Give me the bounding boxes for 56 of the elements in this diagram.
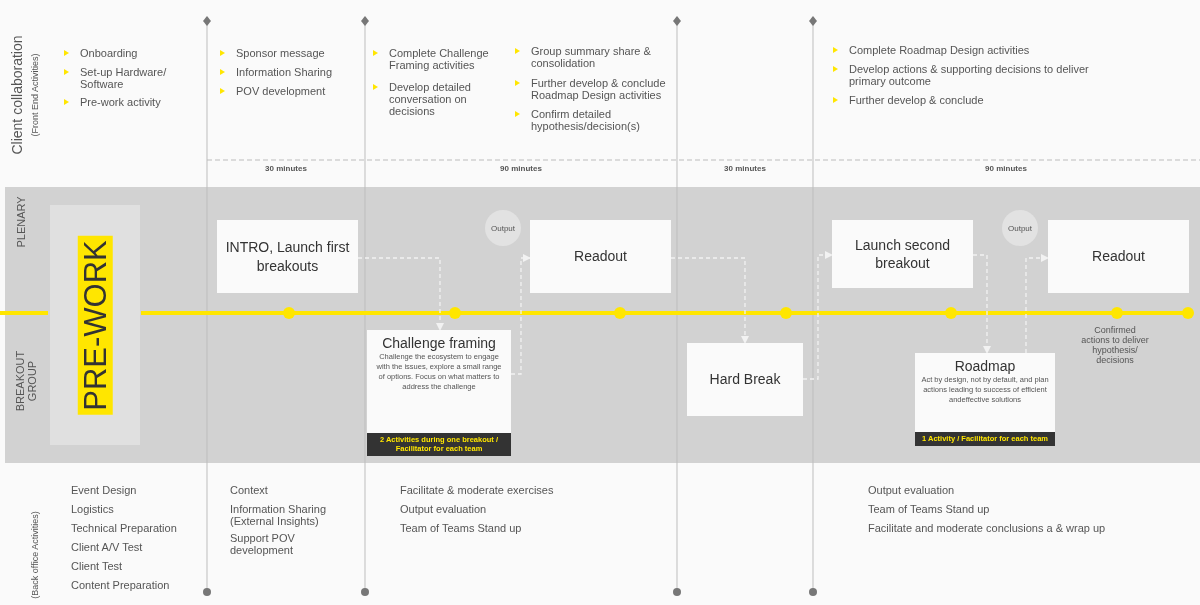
activity-item: Information Sharing (External Insights) [230, 503, 327, 528]
activity-item: Content Preparation [71, 579, 171, 592]
activity-item: Team of Teams Stand up [868, 503, 991, 516]
connector-arrow [802, 251, 833, 380]
activity-item: Event Design [71, 484, 138, 497]
phase-panel [50, 205, 140, 445]
activity-item: Technical Preparation [71, 522, 178, 535]
duration-label: 30 minutes [264, 165, 308, 174]
process-box: INTRO, Launch first breakouts [217, 220, 358, 293]
activity-item: Facilitate and moderate conclusions a & wrap up [868, 522, 1107, 535]
connector-arrow [510, 254, 531, 375]
activity-item: Develop detailed conversation on decisions [389, 81, 472, 118]
connector-arrow [1025, 254, 1049, 354]
connector-arrow [357, 257, 444, 331]
activity-item: Further develop & conclude Roadmap Design activities [531, 77, 667, 102]
activity-item: Client Test [71, 560, 124, 573]
activity-item: Confirm detailed hypothesis/decision(s) [531, 108, 641, 133]
process-box: Readout [1048, 220, 1189, 293]
activity-item: Onboarding [80, 47, 139, 60]
duration-label: 30 minutes [723, 165, 767, 174]
lane-title: BREAKOUT GROUP [15, 350, 39, 412]
card-title: Roadmap [954, 359, 1016, 375]
activity-item: Output evaluation [868, 484, 956, 497]
connector-arrow [670, 257, 749, 344]
row-subtitle: (Back office Activities) [31, 511, 41, 599]
activity-item: Information Sharing [236, 66, 333, 79]
activity-item: Set-up Hardware/ Software [80, 66, 168, 91]
phase-tag: PRE-WORK [77, 235, 113, 415]
lane-title: PLENARY [16, 196, 28, 248]
activity-item: Facilitate & moderate exercises [400, 484, 555, 497]
activity-item: Further develop & conclude [849, 94, 985, 107]
activity-item: Complete Roadmap Design activities [849, 44, 1031, 57]
activity-item: Pre-work activity [80, 96, 162, 109]
activity-item: Output evaluation [400, 503, 488, 516]
duration-label: 90 minutes [499, 165, 543, 174]
process-box: Readout [530, 220, 671, 293]
activity-item: Complete Challenge Framing activities [389, 47, 490, 72]
activity-item: POV development [236, 85, 327, 98]
activity-card [915, 353, 1055, 446]
activity-item: Group summary share & consolidation [531, 45, 652, 70]
activity-item: Team of Teams Stand up [400, 522, 523, 535]
activity-item: Develop actions & supporting decisions to deliver primary outcome [849, 63, 1089, 88]
row-subtitle: (Front End Activities) [31, 53, 41, 137]
activity-item: Support POV development [230, 532, 296, 557]
outcome-note: Confirmed actions to deliver hypothesis/ decisions [1080, 326, 1150, 366]
activity-item: Logistics [71, 503, 115, 516]
activity-card [367, 330, 511, 456]
process-box: Hard Break [687, 343, 803, 416]
activity-item: Context [230, 484, 269, 497]
row-title: Client collaboration [9, 35, 25, 155]
activity-item: Sponsor message [236, 47, 326, 60]
activity-item: Client A/V Test [71, 541, 144, 554]
process-box: Launch second breakout [832, 220, 973, 288]
card-title: Challenge framing [382, 336, 496, 352]
duration-label: 90 minutes [984, 165, 1028, 174]
connector-arrow [972, 254, 991, 354]
